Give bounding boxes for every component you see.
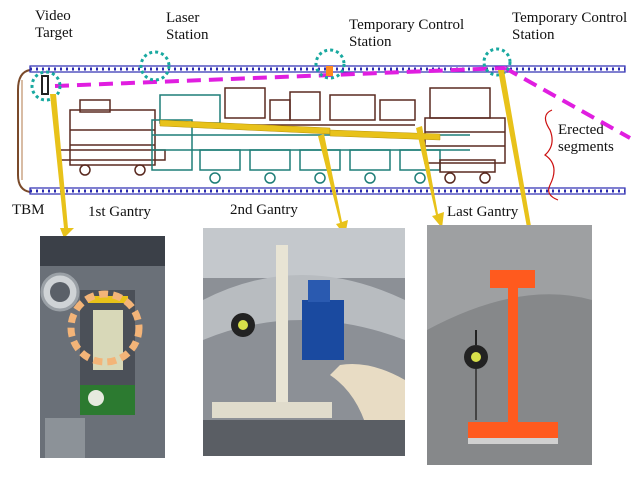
photo-video-target <box>40 236 165 458</box>
first-gantry-machinery <box>59 99 166 176</box>
erected-segments-bracket <box>544 109 559 201</box>
last-gantry-label: Last Gantry <box>447 204 519 220</box>
temp-control-station-marker-1 <box>314 48 346 80</box>
photo-last-gantry <box>427 225 592 465</box>
laser-line <box>54 66 506 88</box>
last-gantry-machinery <box>424 87 506 184</box>
video-target-box <box>41 75 49 95</box>
gantry-beams <box>159 119 441 141</box>
second-gantry-machinery <box>224 87 416 126</box>
control-station-prism <box>326 66 333 76</box>
pointer-arrows <box>50 70 538 244</box>
station-markers <box>30 47 512 102</box>
tbm-label: TBM <box>12 202 45 218</box>
lower-rail <box>29 187 626 195</box>
laser-line-extension <box>504 66 631 140</box>
gantry-2-label: 2nd Gantry <box>230 202 298 218</box>
photo-second-gantry <box>203 228 405 456</box>
laser-station-marker <box>139 50 171 82</box>
gantry-1-label: 1st Gantry <box>88 204 151 220</box>
video-target-marker <box>30 70 62 102</box>
arrow-to-last-gantry-a <box>416 126 444 228</box>
arrow-to-video-target <box>50 94 74 238</box>
temp-control-station-marker-2 <box>482 47 512 77</box>
tbm-front <box>17 69 31 193</box>
arrow-to-2nd-gantry <box>318 134 348 236</box>
arrow-to-last-gantry-b <box>498 70 538 244</box>
